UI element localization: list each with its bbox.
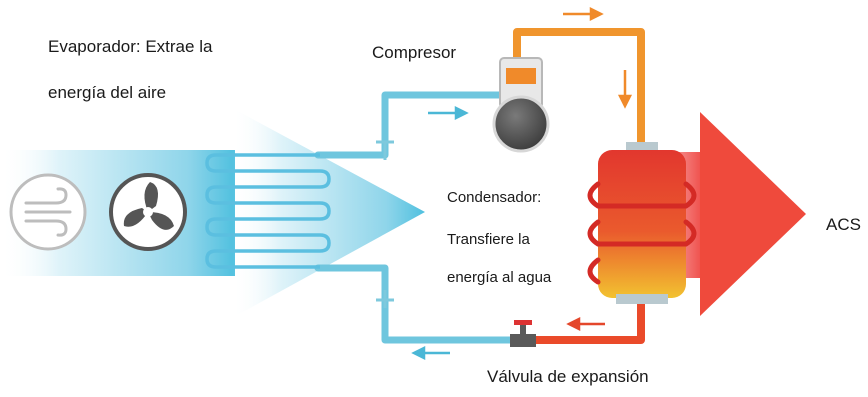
flow-arrow-return [566,316,605,332]
evaporator-coil [205,153,331,269]
discharge-pipe [513,28,645,149]
pipe-fitting-bottom [376,290,394,308]
expansion-valve-label: Válvula de expansión [487,367,649,386]
condenser-tank [587,142,697,304]
condenser-label-line3: energía al agua [447,269,552,286]
suction-pipe [314,91,504,159]
flow-arrow-down [617,70,633,109]
flow-arrow-discharge [563,6,604,22]
compressor [492,57,550,153]
expansion-valve [510,320,536,347]
condenser-label-line2: Transfiere la [447,231,530,248]
fan-icon [109,173,187,251]
evaporator-label-line1: Evaporador: Extrae la [48,37,213,56]
acs-label: ACS [826,215,861,234]
pipe-fitting-top [376,140,394,160]
flow-arrow-liquid [411,345,450,361]
evaporator-label-line2: energía del aire [48,83,167,102]
wind-icon [9,173,87,251]
flow-arrow-suction [428,105,469,121]
compressor-label: Compresor [372,43,457,62]
condenser-label-line1: Condensador: [447,189,542,206]
condensed-pipe [531,296,645,344]
